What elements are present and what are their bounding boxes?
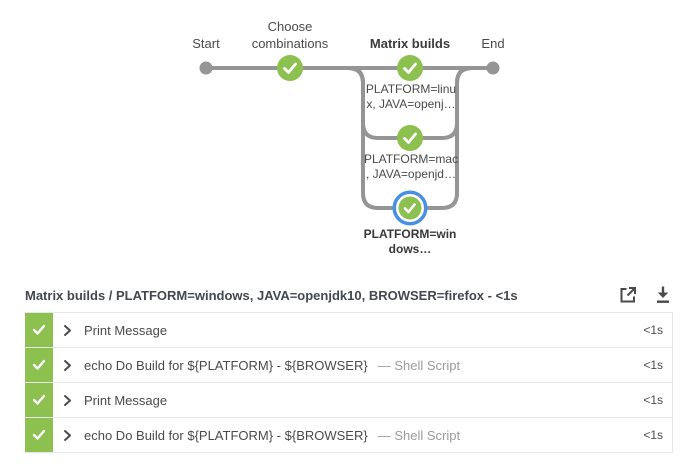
step-title: Print Message xyxy=(84,392,168,408)
steps-panel-header: Matrix builds / PLATFORM=windows, JAVA=o… xyxy=(25,280,673,310)
branch-label-line: PLATFORM=linu xyxy=(365,82,457,96)
step-status-badge-success xyxy=(25,313,53,347)
node-branch-linux[interactable] xyxy=(397,55,423,81)
step-row[interactable]: Print Message <1s xyxy=(25,383,673,418)
chevron-right-icon[interactable] xyxy=(63,394,72,407)
steps-panel-title: Matrix builds / PLATFORM=windows, JAVA=o… xyxy=(25,287,518,303)
steps-list: Print Message <1s echo Do Build for ${PL… xyxy=(25,312,673,453)
step-subtitle: — Shell Script xyxy=(377,357,461,373)
stage-label-start: Start xyxy=(192,36,220,51)
branch-label-line: , JAVA=openjd… xyxy=(366,166,456,181)
step-title: echo Do Build for ${PLATFORM} - ${BROWSE… xyxy=(84,357,368,373)
check-icon xyxy=(32,324,46,335)
branch-label-line: x, JAVA=openj… xyxy=(366,96,456,111)
step-status-badge-success xyxy=(25,418,53,452)
node-choose-combinations[interactable] xyxy=(277,55,303,81)
download-button[interactable] xyxy=(653,284,673,306)
step-duration: <1s xyxy=(643,393,663,407)
node-branch-windows-selected[interactable] xyxy=(392,190,428,226)
chevron-right-icon[interactable] xyxy=(63,324,72,337)
step-title: Print Message xyxy=(84,322,168,338)
open-external-icon xyxy=(620,287,636,303)
open-external-button[interactable] xyxy=(618,284,638,306)
check-icon xyxy=(283,62,297,74)
step-status-badge-success xyxy=(25,383,53,417)
check-icon xyxy=(403,132,417,144)
check-icon xyxy=(32,394,46,405)
step-duration: <1s xyxy=(643,358,663,372)
check-icon xyxy=(403,203,416,214)
branch-label-line: dows… xyxy=(388,241,432,256)
branch-label-line: PLATFORM=win xyxy=(363,227,457,241)
step-duration: <1s xyxy=(643,428,663,442)
stage-label-end: End xyxy=(481,36,505,51)
chevron-right-icon[interactable] xyxy=(63,359,72,372)
stage-label-choose-combinations: Choose combinations xyxy=(251,19,329,51)
check-icon xyxy=(32,429,46,440)
step-row[interactable]: echo Do Build for ${PLATFORM} - ${BROWSE… xyxy=(25,418,673,453)
stage-label-matrix-builds: Matrix builds xyxy=(369,36,451,51)
branch-label-linux: PLATFORM=linu x, JAVA=openj… xyxy=(361,82,461,111)
step-subtitle: — Shell Script xyxy=(377,427,461,443)
step-row[interactable]: echo Do Build for ${PLATFORM} - ${BROWSE… xyxy=(25,348,673,383)
node-branch-mac[interactable] xyxy=(397,125,423,151)
check-icon xyxy=(403,62,417,74)
check-icon xyxy=(32,359,46,370)
branch-label-line: PLATFORM=mac xyxy=(363,152,459,166)
end-dot xyxy=(486,61,500,75)
branch-label-mac: PLATFORM=mac , JAVA=openjd… xyxy=(361,152,461,181)
branch-label-windows: PLATFORM=win dows… xyxy=(360,227,460,256)
step-title: echo Do Build for ${PLATFORM} - ${BROWSE… xyxy=(84,427,368,443)
step-status-badge-success xyxy=(25,348,53,382)
download-icon xyxy=(657,286,669,303)
step-row[interactable]: Print Message <1s xyxy=(25,313,673,348)
pipeline-graph xyxy=(199,55,500,226)
step-duration: <1s xyxy=(643,323,663,337)
chevron-right-icon[interactable] xyxy=(63,429,72,442)
start-dot xyxy=(199,61,213,75)
